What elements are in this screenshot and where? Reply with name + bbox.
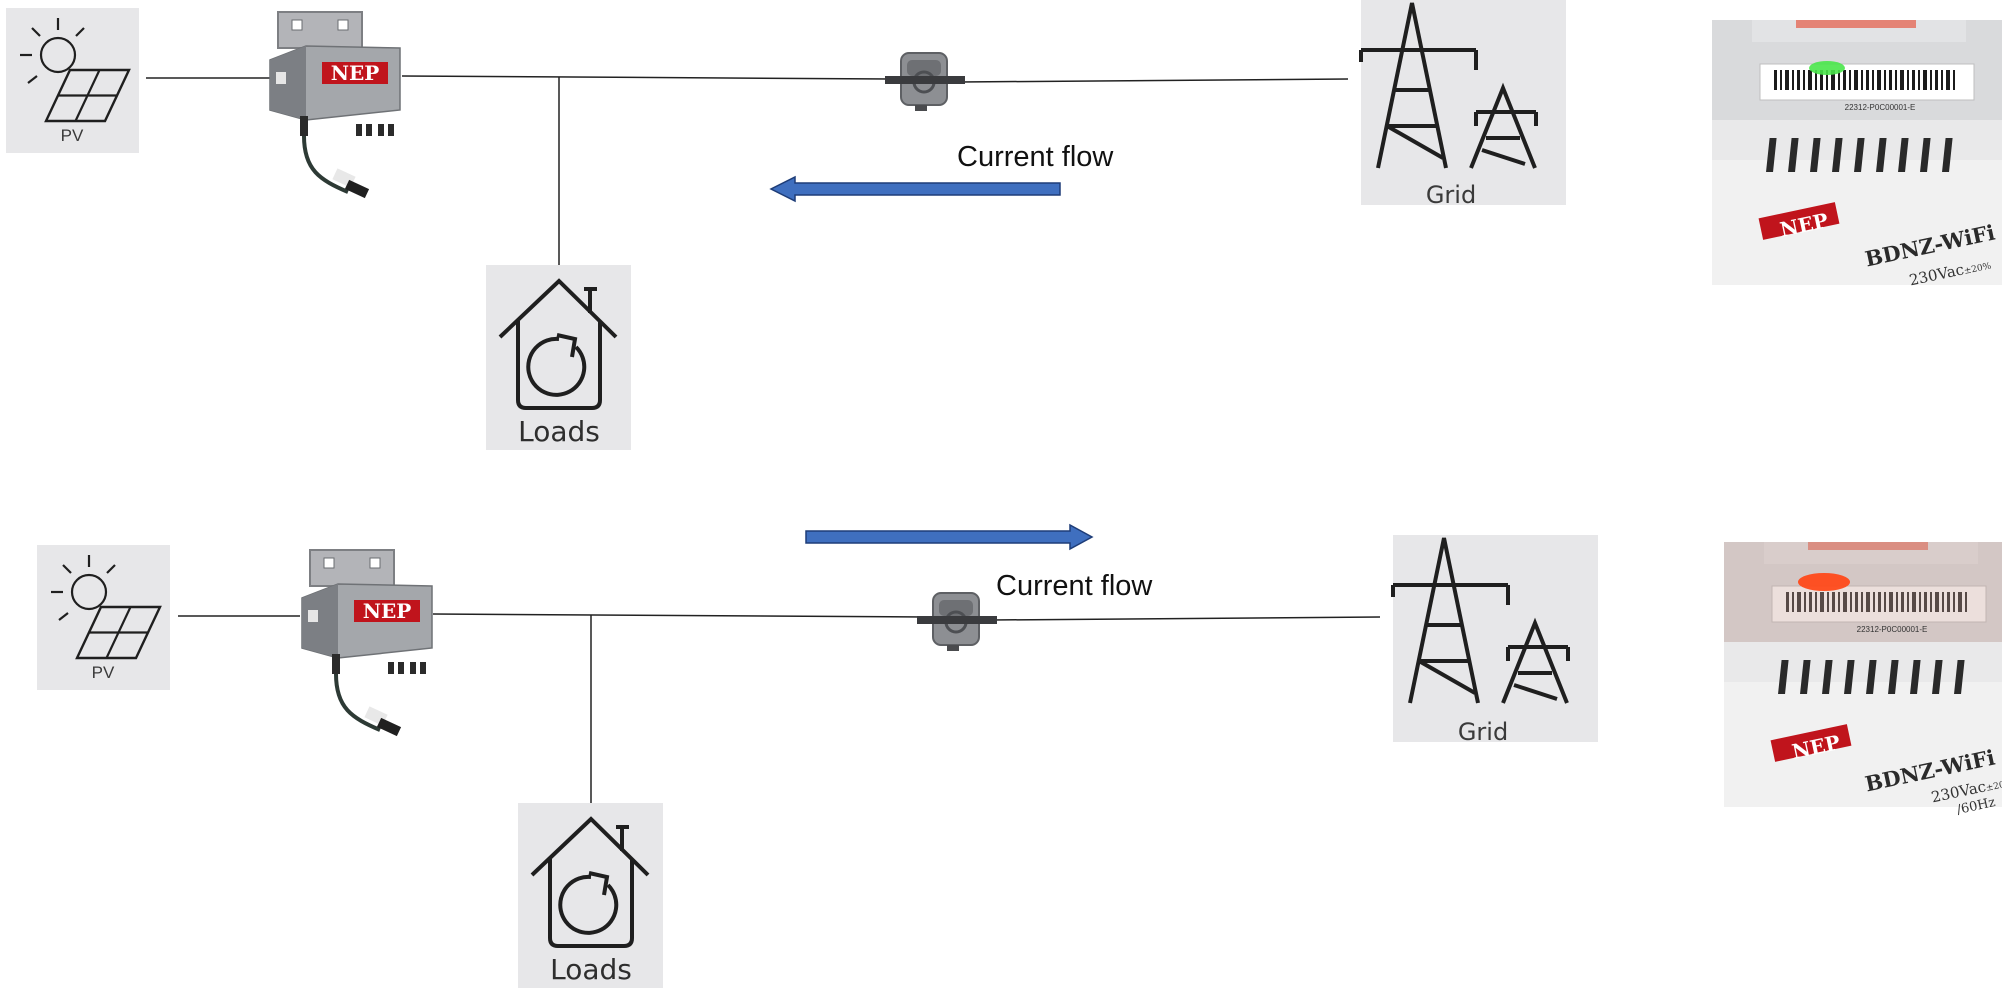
loads-label: Loads xyxy=(550,953,632,986)
loads-label: Loads xyxy=(518,415,600,448)
pv-label: PV xyxy=(61,126,84,145)
grid-tile: Grid xyxy=(1359,0,1566,209)
current-flow-label: Current flow xyxy=(996,570,1153,602)
loads-tile: Loads xyxy=(486,265,631,450)
scenario-bottom: PV Loads Current flow Grid xyxy=(37,523,2002,988)
smart-meter-photo: 22312-P0C00001-E NEP BDNZ-WiFi 230Vac±20… xyxy=(1711,19,2002,289)
pv-tile: PV xyxy=(6,8,139,153)
wire-inverter-ct xyxy=(401,75,893,80)
scenario-top: PV Loads Current flow Grid xyxy=(6,0,2002,450)
meter-serial: 22312-P0C00001-E xyxy=(1857,625,1928,634)
meter-led-green xyxy=(1809,61,1845,75)
micro-inverter-icon xyxy=(268,10,402,201)
pv-tile: PV xyxy=(37,545,170,690)
wire-ct-grid xyxy=(959,78,1349,83)
smart-meter-photo: 22312-P0C00001-E NEP BDNZ-WiFi 230Vac±20… xyxy=(1723,541,2002,818)
current-transformer-clamp-icon xyxy=(883,51,967,113)
loads-tile: Loads xyxy=(518,803,663,988)
wire-inverter-ct xyxy=(432,613,926,618)
current-transformer-clamp-icon xyxy=(915,591,999,653)
current-flow-arrow xyxy=(805,523,1094,551)
current-flow-arrow xyxy=(769,175,1061,203)
meter-serial: 22312-P0C00001-E xyxy=(1845,103,1916,112)
grid-label: Grid xyxy=(1458,718,1508,746)
current-flow-label: Current flow xyxy=(957,141,1114,173)
pv-label: PV xyxy=(92,663,115,682)
wire-ct-grid xyxy=(991,616,1381,621)
grid-tile: Grid xyxy=(1391,535,1598,746)
meter-led-red xyxy=(1798,573,1850,591)
micro-inverter-icon xyxy=(300,548,434,739)
grid-label: Grid xyxy=(1426,181,1476,209)
